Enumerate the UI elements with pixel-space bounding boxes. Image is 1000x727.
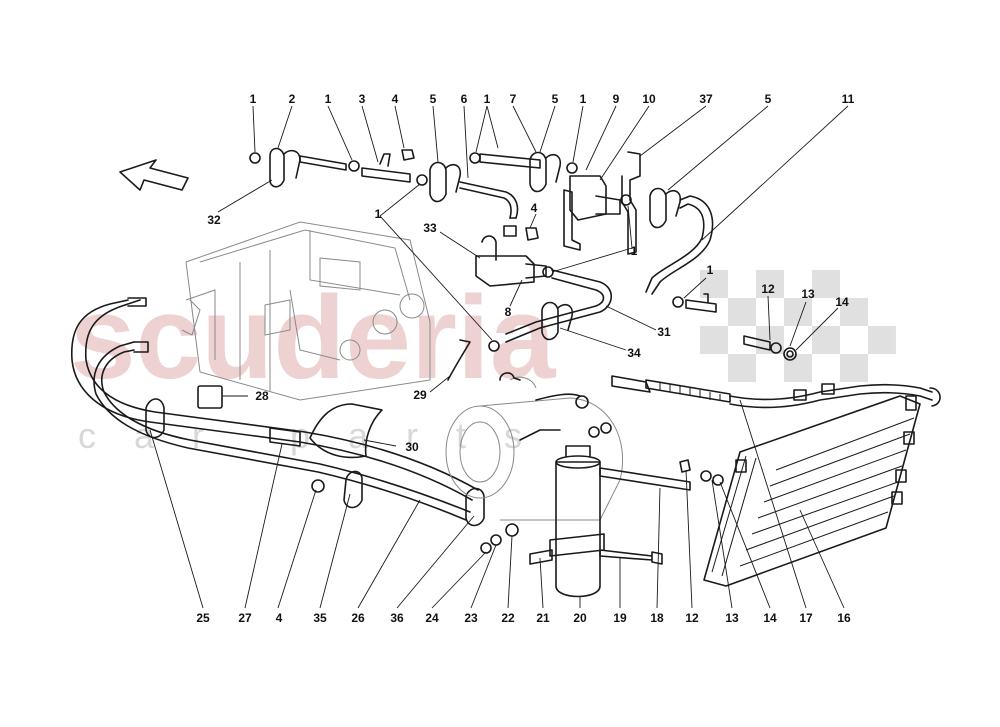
callout-label: 20 — [573, 611, 587, 625]
direction-arrow-icon — [119, 159, 189, 191]
callout-label: 18 — [650, 611, 664, 625]
callout-label: 10 — [642, 92, 656, 106]
callout-label: 21 — [536, 611, 550, 625]
callout-label: 7 — [510, 92, 517, 106]
callout-label: 26 — [351, 611, 365, 625]
callout-label: 1 — [250, 92, 257, 106]
callout-label: 4 — [276, 611, 283, 625]
callout-label: 29 — [413, 388, 427, 402]
condenser — [703, 395, 921, 587]
callout-label: 8 — [505, 305, 512, 319]
callout-label: 33 — [423, 221, 437, 235]
checkered-flag-icon — [700, 270, 896, 382]
callout-label: 9 — [613, 92, 620, 106]
callout-label: 16 — [837, 611, 851, 625]
hose-17 — [611, 375, 941, 409]
callout-label: 25 — [196, 611, 210, 625]
callout-label: 19 — [613, 611, 627, 625]
callout-label: 14 — [763, 611, 777, 625]
callout-label: 23 — [464, 611, 478, 625]
heat-shield — [309, 403, 383, 459]
callout-label: 3 — [359, 92, 366, 106]
callout-label: 36 — [390, 611, 404, 625]
callout-label: 1 — [375, 207, 382, 221]
engine-block — [181, 221, 431, 401]
callout-label: 1 — [580, 92, 587, 106]
callout-label: 1 — [631, 244, 638, 258]
callout-label: 12 — [685, 611, 699, 625]
callout-label: 6 — [461, 92, 468, 106]
callout-label: 35 — [313, 611, 327, 625]
callout-label: 1 — [707, 263, 714, 277]
callout-label: 12 — [761, 282, 775, 296]
fittings-12-14 — [679, 335, 797, 486]
callout-label: 1 — [325, 92, 332, 106]
filter-28 — [197, 385, 223, 409]
callout-label: 30 — [405, 440, 419, 454]
pipe-18 — [599, 467, 691, 491]
watermark-brand: scuderia — [70, 272, 557, 404]
bolt-19 — [599, 549, 663, 565]
callout-label: 31 — [657, 325, 671, 339]
callout-label: 4 — [531, 201, 538, 215]
callout-label: 24 — [425, 611, 439, 625]
callout-label: 2 — [289, 92, 296, 106]
callout-label: 1 — [484, 92, 491, 106]
upper-hose-group — [249, 147, 717, 352]
hose-assembly-left — [70, 297, 485, 527]
callout-label: 11 — [842, 92, 855, 106]
callout-label: 13 — [801, 287, 815, 301]
leader-lines — [149, 105, 849, 609]
callout-label: 13 — [725, 611, 739, 625]
callout-label: 28 — [255, 389, 269, 403]
callout-label: 27 — [238, 611, 252, 625]
callout-label: 5 — [430, 92, 437, 106]
callout-label: 22 — [501, 611, 515, 625]
callout-label: 14 — [835, 295, 849, 309]
callout-label: 5 — [765, 92, 772, 106]
callout-label: 37 — [699, 92, 713, 106]
pipe-29 — [447, 339, 471, 381]
callout-label: 34 — [627, 346, 641, 360]
callout-label: 17 — [799, 611, 813, 625]
callout-label: 4 — [392, 92, 399, 106]
callout-labels: 1 2 1 3 4 5 6 1 7 5 1 9 10 37 5 11 32 1 … — [196, 92, 854, 625]
callout-label: 32 — [207, 213, 221, 227]
callout-label: 5 — [552, 92, 559, 106]
